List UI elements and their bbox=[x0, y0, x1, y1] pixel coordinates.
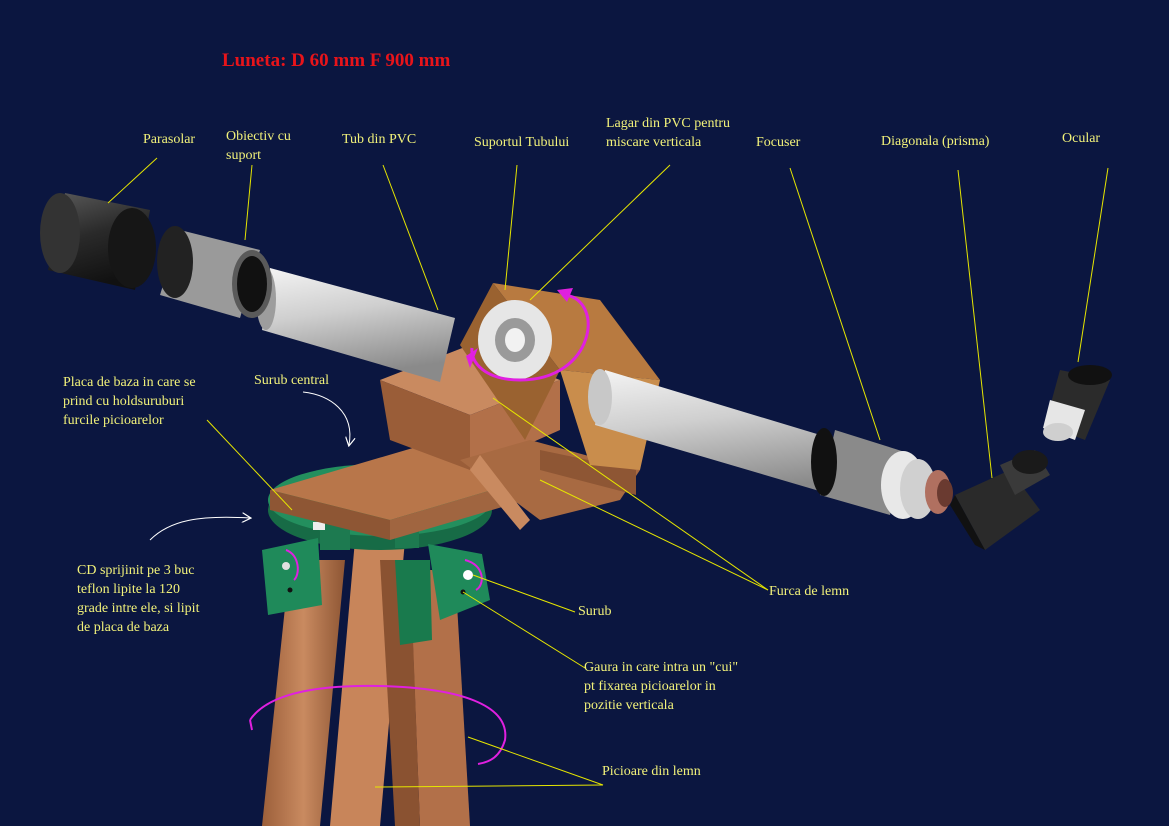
label-lagar-line2: miscare verticala bbox=[606, 135, 702, 150]
label-gaura-line2: pt fixarea picioarelor in bbox=[584, 679, 716, 694]
label-placa-line3: furcile picioarelor bbox=[63, 413, 164, 428]
label-surub: Surub bbox=[578, 604, 612, 619]
label-cd-line1: CD sprijinit pe 3 buc bbox=[77, 563, 195, 578]
focuser bbox=[811, 428, 953, 519]
dew-shield bbox=[40, 193, 156, 290]
leader-lines bbox=[107, 157, 1109, 788]
label-gaura-line1: Gaura in care intra un "cui" bbox=[584, 660, 739, 675]
pvc-bearing bbox=[478, 300, 552, 380]
label-parasolar: Parasolar bbox=[143, 132, 196, 147]
label-lagar-line1: Lagar din PVC pentru bbox=[606, 116, 731, 131]
label-diagonala: Diagonala (prisma) bbox=[881, 134, 990, 149]
label-obiectiv-line2: suport bbox=[226, 148, 261, 163]
eyepiece bbox=[1043, 365, 1112, 441]
label-placa-line1: Placa de baza in care se bbox=[63, 375, 196, 390]
label-focuser: Focuser bbox=[756, 135, 801, 150]
label-cd-line2: teflon lipite la 120 bbox=[77, 582, 181, 597]
label-cd-line3: grade intre ele, si lipit bbox=[77, 601, 200, 616]
label-furca: Furca de lemn bbox=[769, 584, 850, 599]
main-tube bbox=[256, 268, 870, 500]
label-obiectiv-line1: Obiectiv cu bbox=[226, 129, 291, 144]
diagonal-prism bbox=[950, 450, 1050, 550]
label-ocular: Ocular bbox=[1062, 131, 1101, 146]
rotation-arrows bbox=[249, 288, 590, 765]
label-tub: Tub din PVC bbox=[342, 132, 417, 147]
label-placa-line2: prind cu holdsuruburi bbox=[63, 394, 185, 409]
label-suport-tub: Suportul Tubului bbox=[474, 135, 570, 150]
label-gaura-line3: pozitie verticala bbox=[584, 698, 674, 713]
label-cd-line4: de placa de baza bbox=[77, 620, 170, 635]
label-picioare: Picioare din lemn bbox=[602, 764, 701, 779]
objective bbox=[157, 226, 272, 318]
diagram-title: Luneta: D 60 mm F 900 mm bbox=[222, 50, 451, 71]
pointer-arrows bbox=[149, 391, 350, 541]
label-surub-central: Surub central bbox=[254, 373, 330, 388]
